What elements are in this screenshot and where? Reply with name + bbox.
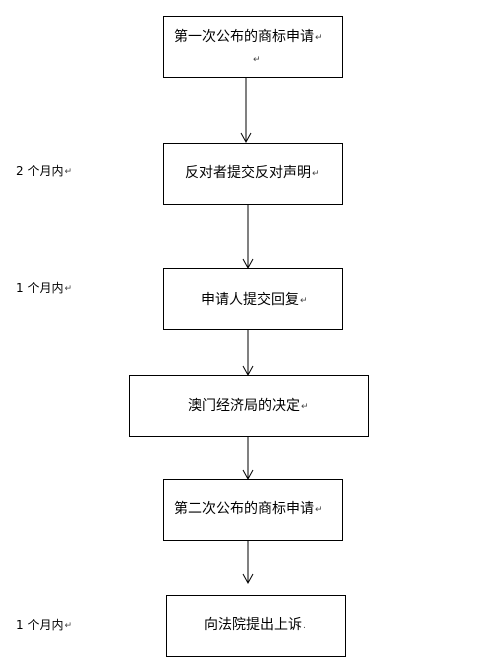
step-label: 申请人提交回复↵ xyxy=(201,292,308,308)
paragraph-mark: ↵ xyxy=(64,167,72,177)
time-limit-appeal: 1 个月内↵ xyxy=(16,618,72,632)
arrow-1-to-2 xyxy=(240,77,252,144)
arrow-5-to-6 xyxy=(242,540,254,585)
step-applicant-reply: 申请人提交回复↵ xyxy=(163,268,343,330)
paragraph-mark: ↵ xyxy=(312,169,320,179)
step-first-publication: 第一次公布的商标申请↵ ↵ xyxy=(163,16,343,78)
end-mark: . xyxy=(303,621,306,631)
step-second-publication: 第二次公布的商标申请↵ xyxy=(163,479,343,541)
step-label: 反对者提交反对声明↵ xyxy=(185,165,320,181)
step-label: 向法院提出上诉. xyxy=(204,617,306,633)
arrow-4-to-5 xyxy=(242,436,254,481)
paragraph-mark: ↵ xyxy=(301,402,309,412)
arrow-2-to-3 xyxy=(242,204,254,270)
paragraph-mark: ↵ xyxy=(64,621,72,631)
paragraph-mark: ↵ xyxy=(253,55,261,65)
time-limit-reply: 1 个月内↵ xyxy=(16,281,72,295)
arrow-3-to-4 xyxy=(242,329,254,377)
step-label: 澳门经济局的决定↵ xyxy=(188,398,309,414)
step-court-appeal: 向法院提出上诉. xyxy=(166,595,346,657)
paragraph-mark: ↵ xyxy=(315,505,323,515)
step-economic-bureau-decision: 澳门经济局的决定↵ xyxy=(129,375,369,437)
step-label: 第二次公布的商标申请↵ xyxy=(174,501,323,517)
paragraph-mark: ↵ xyxy=(64,284,72,294)
step-opposition-filed: 反对者提交反对声明↵ xyxy=(163,143,343,205)
time-limit-opposition: 2 个月内↵ xyxy=(16,164,72,178)
paragraph-mark: ↵ xyxy=(300,296,308,306)
step-label: 第一次公布的商标申请↵ xyxy=(174,29,323,45)
paragraph-mark: ↵ xyxy=(315,33,323,43)
